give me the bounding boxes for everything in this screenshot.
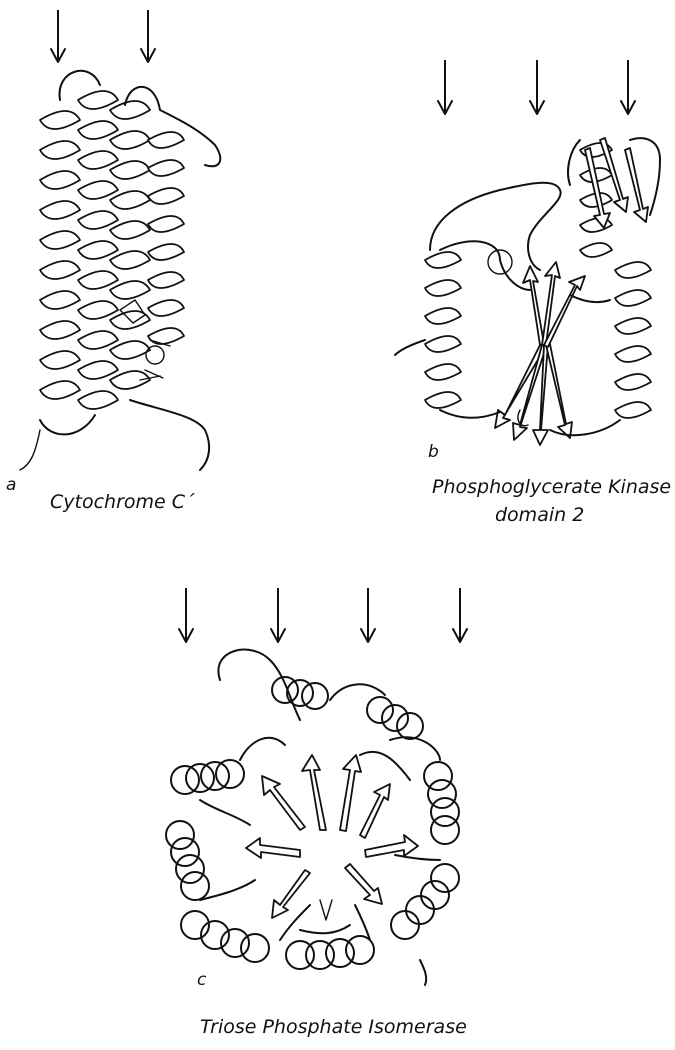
beta-strand-arrow-icon [344, 863, 383, 905]
panel-c-triose-phosphate-isomerase: c Triose Phosphate Isomerase [165, 588, 468, 1038]
down-arrow-icon [140, 10, 156, 63]
beta-strand-arrow-icon [364, 834, 419, 858]
alpha-helix-icon [147, 131, 185, 345]
beta-strand-arrow-icon [584, 147, 611, 229]
alpha-helix-icon [614, 261, 652, 419]
alpha-helix-icon [390, 863, 460, 940]
down-arrow-icon [50, 10, 66, 63]
alpha-beta-domain [394, 137, 661, 446]
beta-strand-arrow-icon [541, 261, 561, 346]
helix-bundle [19, 69, 222, 471]
alpha-helix-icon [424, 251, 462, 409]
beta-strand-arrow-icon [543, 275, 586, 348]
panel-b-caption-line2: domain 2 [495, 504, 584, 526]
down-arrow-icon [360, 588, 376, 643]
alpha-helix-icon [170, 759, 245, 795]
panel-c-arrows [178, 588, 468, 643]
beta-strand-arrow-icon [532, 344, 549, 446]
alpha-helix-icon [109, 100, 151, 390]
alpha-helix-icon [180, 910, 270, 963]
down-arrow-icon [437, 60, 453, 115]
panel-c-caption: Triose Phosphate Isomerase [200, 1016, 467, 1038]
panel-c-letter: c [197, 970, 207, 990]
panel-b-phosphoglycerate-kinase: b Phosphoglycerate Kinase domain 2 [394, 60, 671, 526]
beta-barrel [245, 754, 419, 919]
beta-strand-arrow-icon [339, 754, 362, 832]
tim-barrel [165, 648, 460, 986]
down-arrow-icon [270, 588, 286, 643]
alpha-helix-icon [271, 676, 329, 710]
beta-strand-arrow-icon [261, 775, 306, 831]
alpha-helix-icon [423, 761, 460, 845]
alpha-helix-icon [39, 110, 81, 400]
coil-loop-icon [199, 648, 441, 986]
panel-a-letter: a [6, 475, 16, 495]
alpha-helix-icon [165, 820, 210, 901]
panel-a-caption: Cytochrome C´ [50, 491, 195, 513]
alpha-helix-icon [77, 90, 119, 410]
alpha-helix-icon [285, 935, 375, 970]
beta-strand-arrow-icon [494, 344, 546, 429]
coil-loop-icon [19, 69, 222, 471]
down-arrow-icon [452, 588, 468, 643]
beta-strand-arrow-icon [522, 265, 545, 346]
beta-strand-arrow-icon [301, 754, 327, 831]
down-arrow-icon [620, 60, 636, 115]
coil-loop-icon [394, 137, 661, 437]
beta-strand-arrow-icon [512, 344, 547, 441]
down-arrow-icon [529, 60, 545, 115]
panel-b-caption-line1: Phosphoglycerate Kinase [432, 476, 671, 498]
panel-a-arrows [50, 10, 156, 63]
beta-strand-arrow-icon [359, 783, 391, 839]
beta-strand-arrow-icon [245, 837, 301, 859]
beta-strand-arrow-icon [271, 869, 311, 919]
beta-sheet-top [584, 137, 649, 229]
beta-strand-arrow-icon [545, 343, 573, 439]
panel-b-arrows [437, 60, 636, 115]
beta-strand-arrow-icon [599, 137, 629, 213]
alpha-helix-icon [366, 696, 424, 740]
panel-b-letter: b [428, 442, 439, 462]
beta-strand-arrow-icon [624, 147, 649, 223]
beta-sheet [494, 261, 586, 446]
panel-a-cytochrome: a Cytochrome C´ [6, 10, 222, 513]
down-arrow-icon [178, 588, 194, 643]
